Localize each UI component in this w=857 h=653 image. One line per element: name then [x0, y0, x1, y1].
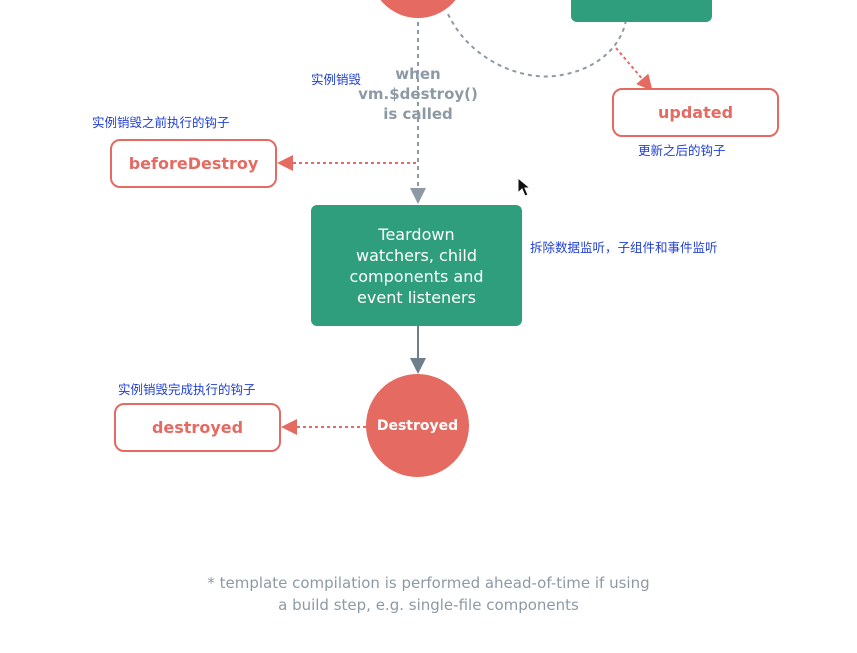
note-teardown: 拆除数据监听，子组件和事件监听 [530, 240, 718, 255]
teardown-line-1: Teardown [378, 224, 455, 244]
note-before-destroy: 实例销毁之前执行的钩子 [92, 115, 230, 130]
note-destroyed: 实例销毁完成执行的钩子 [118, 382, 256, 397]
top-green-box [571, 0, 712, 22]
teardown-line-3: components and [349, 266, 484, 286]
destroyed-hook-label: destroyed [151, 418, 244, 437]
destroyed-circle-label: Destroyed [376, 417, 459, 434]
mouse-cursor-icon [517, 177, 532, 197]
footer-note: * template compilation is performed ahea… [0, 572, 857, 616]
teardown-box: Teardown watchers, child components and … [311, 205, 522, 326]
updated-hook: updated [612, 88, 779, 137]
updated-hook-label: updated [657, 103, 734, 122]
trigger-line-2: vm.$destroy() [358, 85, 478, 103]
before-destroy-hook: beforeDestroy [110, 139, 277, 188]
update-loop-arc [447, 13, 627, 78]
trigger-line-1: when [395, 65, 441, 83]
before-destroy-hook-label: beforeDestroy [128, 154, 259, 173]
updated-connector [615, 47, 653, 92]
destroy-trigger-label: when vm.$destroy() is called [340, 64, 496, 124]
note-updated: 更新之后的钩子 [638, 143, 726, 158]
footer-line-1: * template compilation is performed ahea… [207, 574, 650, 592]
note-instance-destroy: 实例销毁 [311, 72, 362, 87]
destroyed-circle: Destroyed [366, 374, 469, 477]
teardown-line-4: event listeners [357, 287, 476, 307]
teardown-line-2: watchers, child [355, 245, 477, 265]
footer-line-2: a build step, e.g. single-file component… [278, 596, 579, 614]
destroyed-hook: destroyed [114, 403, 281, 452]
trigger-line-3: is called [383, 105, 453, 123]
